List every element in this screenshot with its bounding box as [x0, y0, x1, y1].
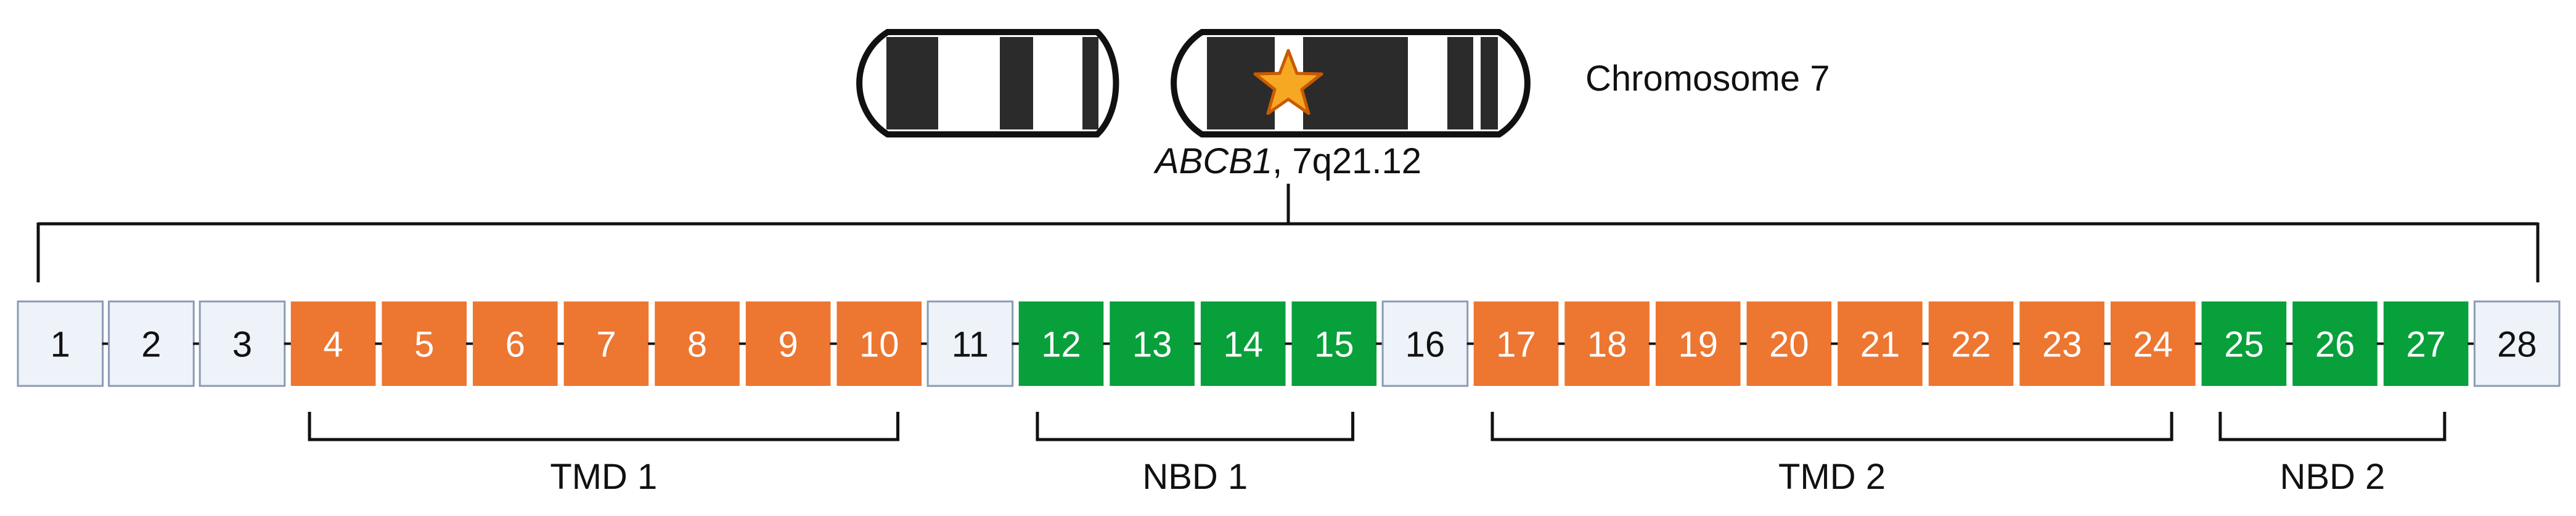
exon-label: 10 — [859, 325, 899, 365]
exon-box — [563, 301, 649, 386]
exon-label: 5 — [414, 325, 434, 365]
domain-label: TMD 2 — [1778, 457, 1886, 497]
exon-label: 15 — [1314, 325, 1354, 365]
domain-bracket — [308, 412, 900, 441]
exon-box — [745, 301, 831, 386]
exon-label: 27 — [2406, 325, 2446, 365]
exon-label: 1 — [51, 325, 70, 365]
exon-label: 7 — [596, 325, 616, 365]
exon-box — [1200, 301, 1286, 386]
exon-label: 11 — [952, 325, 989, 365]
exon-box — [2110, 301, 2196, 386]
exon-box — [1018, 301, 1104, 386]
exon-label: 3 — [232, 325, 252, 365]
exon-box — [17, 300, 104, 387]
chromosome-p-arm — [856, 29, 1119, 137]
exon-box — [2383, 301, 2469, 386]
exon-label: 9 — [779, 325, 798, 365]
gene-location-label: ABCB1, 7q21.12 — [1153, 141, 1421, 181]
gene-locus: , 7q21.12 — [1272, 141, 1421, 181]
domain-label: TMD 1 — [550, 457, 657, 497]
band-dark — [1481, 37, 1498, 129]
exon-label: 22 — [1951, 325, 1991, 365]
exon-label: 23 — [2042, 325, 2082, 365]
exon-box — [2201, 301, 2287, 386]
exon-label: 6 — [505, 325, 525, 365]
exon-label: 8 — [687, 325, 707, 365]
exon-box — [836, 301, 922, 386]
exon-box — [1381, 300, 1469, 387]
gene-bracket — [36, 184, 2540, 282]
exon-box — [1928, 301, 2014, 386]
exon-box — [382, 301, 467, 386]
exon-label: 4 — [323, 325, 343, 365]
exon-box — [198, 300, 286, 387]
exon-box — [108, 300, 195, 387]
star-icon — [1253, 49, 1323, 115]
exon-label: 16 — [1405, 325, 1445, 365]
exon-box — [1291, 301, 1377, 386]
exon-box — [473, 301, 558, 386]
domain-bracket — [1036, 412, 1355, 441]
exon-label: 13 — [1132, 325, 1172, 365]
band-dark — [886, 37, 938, 129]
exon-box — [926, 300, 1014, 387]
exon-box — [655, 301, 740, 386]
exon-label: 2 — [141, 325, 161, 365]
chromosome-7: Chromosome 7 ABCB1, 7q21.12 — [856, 29, 1830, 181]
exon-box — [1564, 301, 1650, 386]
domain-bracket — [1490, 412, 2173, 441]
exon-label: 21 — [1860, 325, 1900, 365]
exon-box — [1655, 301, 1741, 386]
band-dark — [1000, 37, 1033, 129]
exon-label: 18 — [1587, 325, 1627, 365]
exon-box — [2292, 301, 2378, 386]
band-dark — [1082, 37, 1098, 129]
domain-label: NBD 1 — [1142, 457, 1248, 497]
band-dark — [1447, 37, 1473, 129]
exon-box — [2019, 301, 2104, 386]
domain-brackets: TMD 1 NBD 1 TMD 2 NBD 2 — [308, 412, 2447, 497]
exon-box — [1473, 301, 1559, 386]
exon-box — [1110, 301, 1195, 386]
exon-box — [1838, 301, 1923, 386]
exon-label: 20 — [1769, 325, 1809, 365]
chromosome-q-arm — [1171, 29, 1531, 137]
exon-label: 17 — [1496, 325, 1536, 365]
exon-label: 19 — [1678, 325, 1718, 365]
exon-box — [1746, 301, 1832, 386]
exon-label: 24 — [2133, 325, 2173, 365]
chromosome-label: Chromosome 7 — [1585, 59, 1830, 99]
exon-box — [2473, 300, 2561, 387]
gene-name: ABCB1 — [1153, 141, 1272, 181]
domain-label: NBD 2 — [2280, 457, 2385, 497]
exon-label: 12 — [1041, 325, 1081, 365]
band-dark — [1207, 37, 1275, 129]
domain-bracket — [2218, 412, 2447, 441]
exon-box — [290, 301, 376, 386]
exon-label: 25 — [2224, 325, 2264, 365]
exon-label: 14 — [1223, 325, 1263, 365]
exon-label: 28 — [2497, 325, 2537, 365]
band-dark — [1303, 37, 1408, 129]
exon-label: 26 — [2315, 325, 2355, 365]
